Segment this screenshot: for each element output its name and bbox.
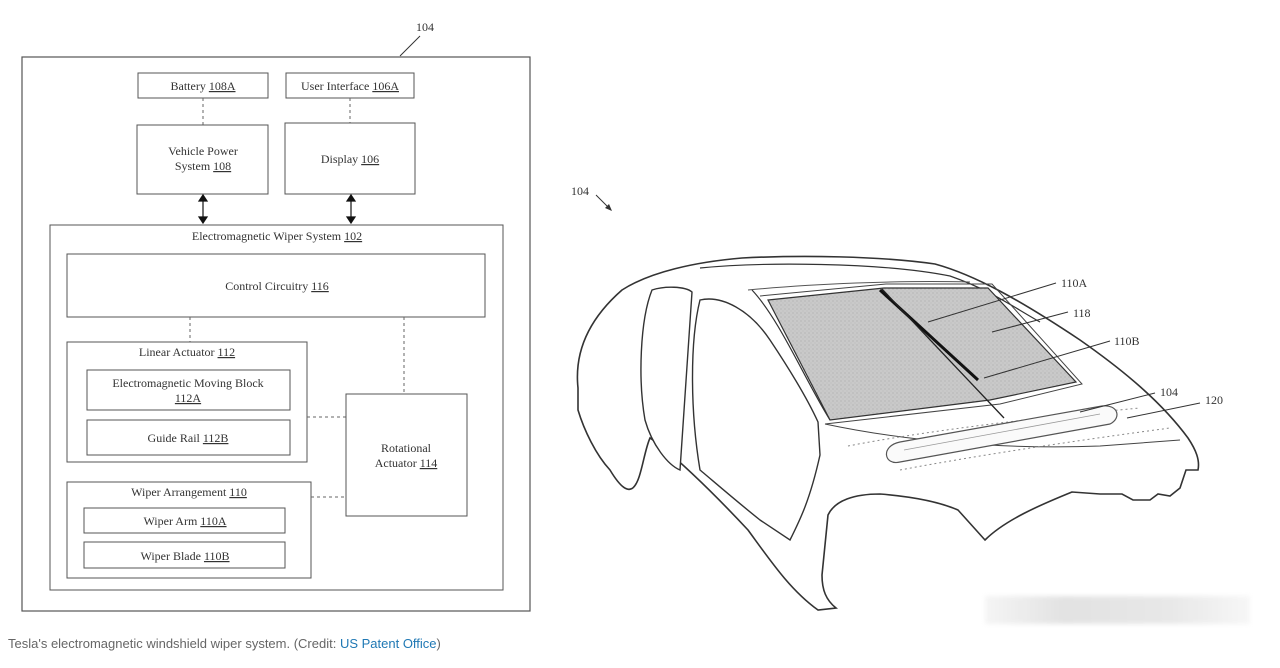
display-wiper-arrow [345, 193, 357, 225]
car-ref-label: 104 [571, 184, 589, 198]
label-110a: 110A [1061, 276, 1088, 290]
display-label: Display [321, 152, 361, 166]
rotational-actuator-line2: Actuator [375, 456, 420, 470]
wiper-arrangement-label: Wiper Arrangement [131, 485, 229, 499]
leader-118 [991, 311, 1069, 333]
svg-text:Actuator 114: Actuator 114 [375, 456, 438, 470]
moving-block-box: Electromagnetic Moving Block 112A [86, 369, 291, 411]
svg-text:User Interface 106A: User Interface 106A [301, 79, 399, 93]
user-interface-box: User Interface 106A [285, 72, 415, 99]
windshield-glass [767, 287, 1078, 421]
label-110b: 110B [1114, 334, 1140, 348]
leader-120 [1126, 402, 1201, 419]
linear-actuator-ref: 112 [218, 345, 236, 359]
outer-frame [21, 56, 531, 612]
patent-figure: 104 Battery 108A User Interface 106A Veh… [21, 20, 1223, 612]
user-interface-label: User Interface [301, 79, 372, 93]
rotational-actuator-box: Rotational Actuator 114 [345, 393, 468, 517]
svg-text:Wiper Blade 110B: Wiper Blade 110B [140, 549, 229, 563]
wiper-blade-box: Wiper Blade 110B [83, 541, 286, 569]
guide-rail-inner [903, 413, 1101, 451]
guide-rail-track [885, 405, 1118, 464]
moving-block-line1: Electromagnetic Moving Block [112, 376, 263, 390]
rotational-actuator-line1: Rotational [381, 441, 432, 455]
windshield-frame [759, 283, 1083, 425]
leader-110a [927, 282, 1057, 323]
diagram-ref-label: 104 [416, 20, 434, 34]
rear-side-window [640, 286, 693, 472]
svg-text:Control Circuitry 116: Control Circuitry 116 [225, 279, 329, 293]
vehicle-power-ref: 108 [213, 159, 231, 173]
wiper-system-box: Electromagnetic Wiper System 102 [49, 224, 504, 591]
diagram-ref-leader [399, 35, 421, 57]
guide-rail-label: Guide Rail [148, 431, 203, 445]
vehicle-power-line2: System [175, 159, 213, 173]
control-circuitry-label: Control Circuitry [225, 279, 311, 293]
wiper-system-label: Electromagnetic Wiper System [192, 229, 344, 243]
block-diagram: 104 Battery 108A User Interface 106A Veh… [21, 20, 531, 612]
user-interface-ref: 106A [372, 79, 399, 93]
wiper-arm [881, 288, 1005, 419]
wiper-arrangement-ref: 110 [229, 485, 247, 499]
front-side-window [691, 298, 821, 542]
svg-text:System 108: System 108 [175, 159, 231, 173]
battery-label: Battery [171, 79, 209, 93]
wiper-arm-box: Wiper Arm 110A [83, 507, 286, 534]
wiper-system-ref: 102 [344, 229, 362, 243]
wiper-arm-ref: 110A [200, 514, 227, 528]
svg-text:Electromagnetic Wiper System 1: Electromagnetic Wiper System 102 [192, 229, 362, 243]
rotational-actuator-ref: 114 [420, 456, 438, 470]
svg-text:Wiper Arrangement 110: Wiper Arrangement 110 [131, 485, 247, 499]
svg-text:Wiper Arm 110A: Wiper Arm 110A [143, 514, 226, 528]
caption-close: ) [436, 636, 441, 651]
label-104: 104 [1160, 385, 1178, 399]
car-ref-arrowhead [605, 204, 612, 211]
a-pillar [751, 289, 831, 421]
label-120: 120 [1205, 393, 1223, 407]
battery-ref: 108A [209, 79, 236, 93]
svg-text:Guide Rail 112B: Guide Rail 112B [148, 431, 229, 445]
leader-110b [983, 340, 1111, 379]
vehicle-power-box: Vehicle Power System 108 [136, 124, 269, 195]
display-box: Display 106 [284, 122, 416, 195]
car-drawing: 104 110A 118 110B [571, 184, 1223, 611]
svg-text:Display 106: Display 106 [321, 152, 379, 166]
control-circuitry-box: Control Circuitry 116 [66, 253, 486, 318]
linear-actuator-label: Linear Actuator [139, 345, 218, 359]
label-118: 118 [1073, 306, 1091, 320]
blurred-watermark [985, 596, 1250, 624]
leader-104 [1079, 392, 1156, 413]
battery-box: Battery 108A [137, 72, 269, 99]
vehicle-power-line1: Vehicle Power [168, 144, 238, 158]
roof-line [699, 263, 1041, 323]
moving-block-ref: 112A [175, 391, 202, 405]
control-circuitry-ref: 116 [311, 279, 329, 293]
caption-source-link[interactable]: US Patent Office [339, 636, 437, 651]
wiper-arm-label: Wiper Arm [143, 514, 200, 528]
roof-inner-line [747, 280, 971, 291]
guide-rail-ref: 112B [203, 431, 229, 445]
wiper-blade-label: Wiper Blade [140, 549, 204, 563]
display-ref: 106 [361, 152, 379, 166]
power-wiper-arrow [197, 193, 209, 225]
svg-text:Battery 108A: Battery 108A [171, 79, 236, 93]
caption-text: Tesla's electromagnetic windshield wiper… [8, 636, 340, 651]
guide-rail-box: Guide Rail 112B [86, 419, 291, 456]
svg-text:Linear Actuator 112: Linear Actuator 112 [139, 345, 235, 359]
wiper-blade-ref: 110B [204, 549, 230, 563]
figure-caption: Tesla's electromagnetic windshield wiper… [8, 636, 441, 651]
